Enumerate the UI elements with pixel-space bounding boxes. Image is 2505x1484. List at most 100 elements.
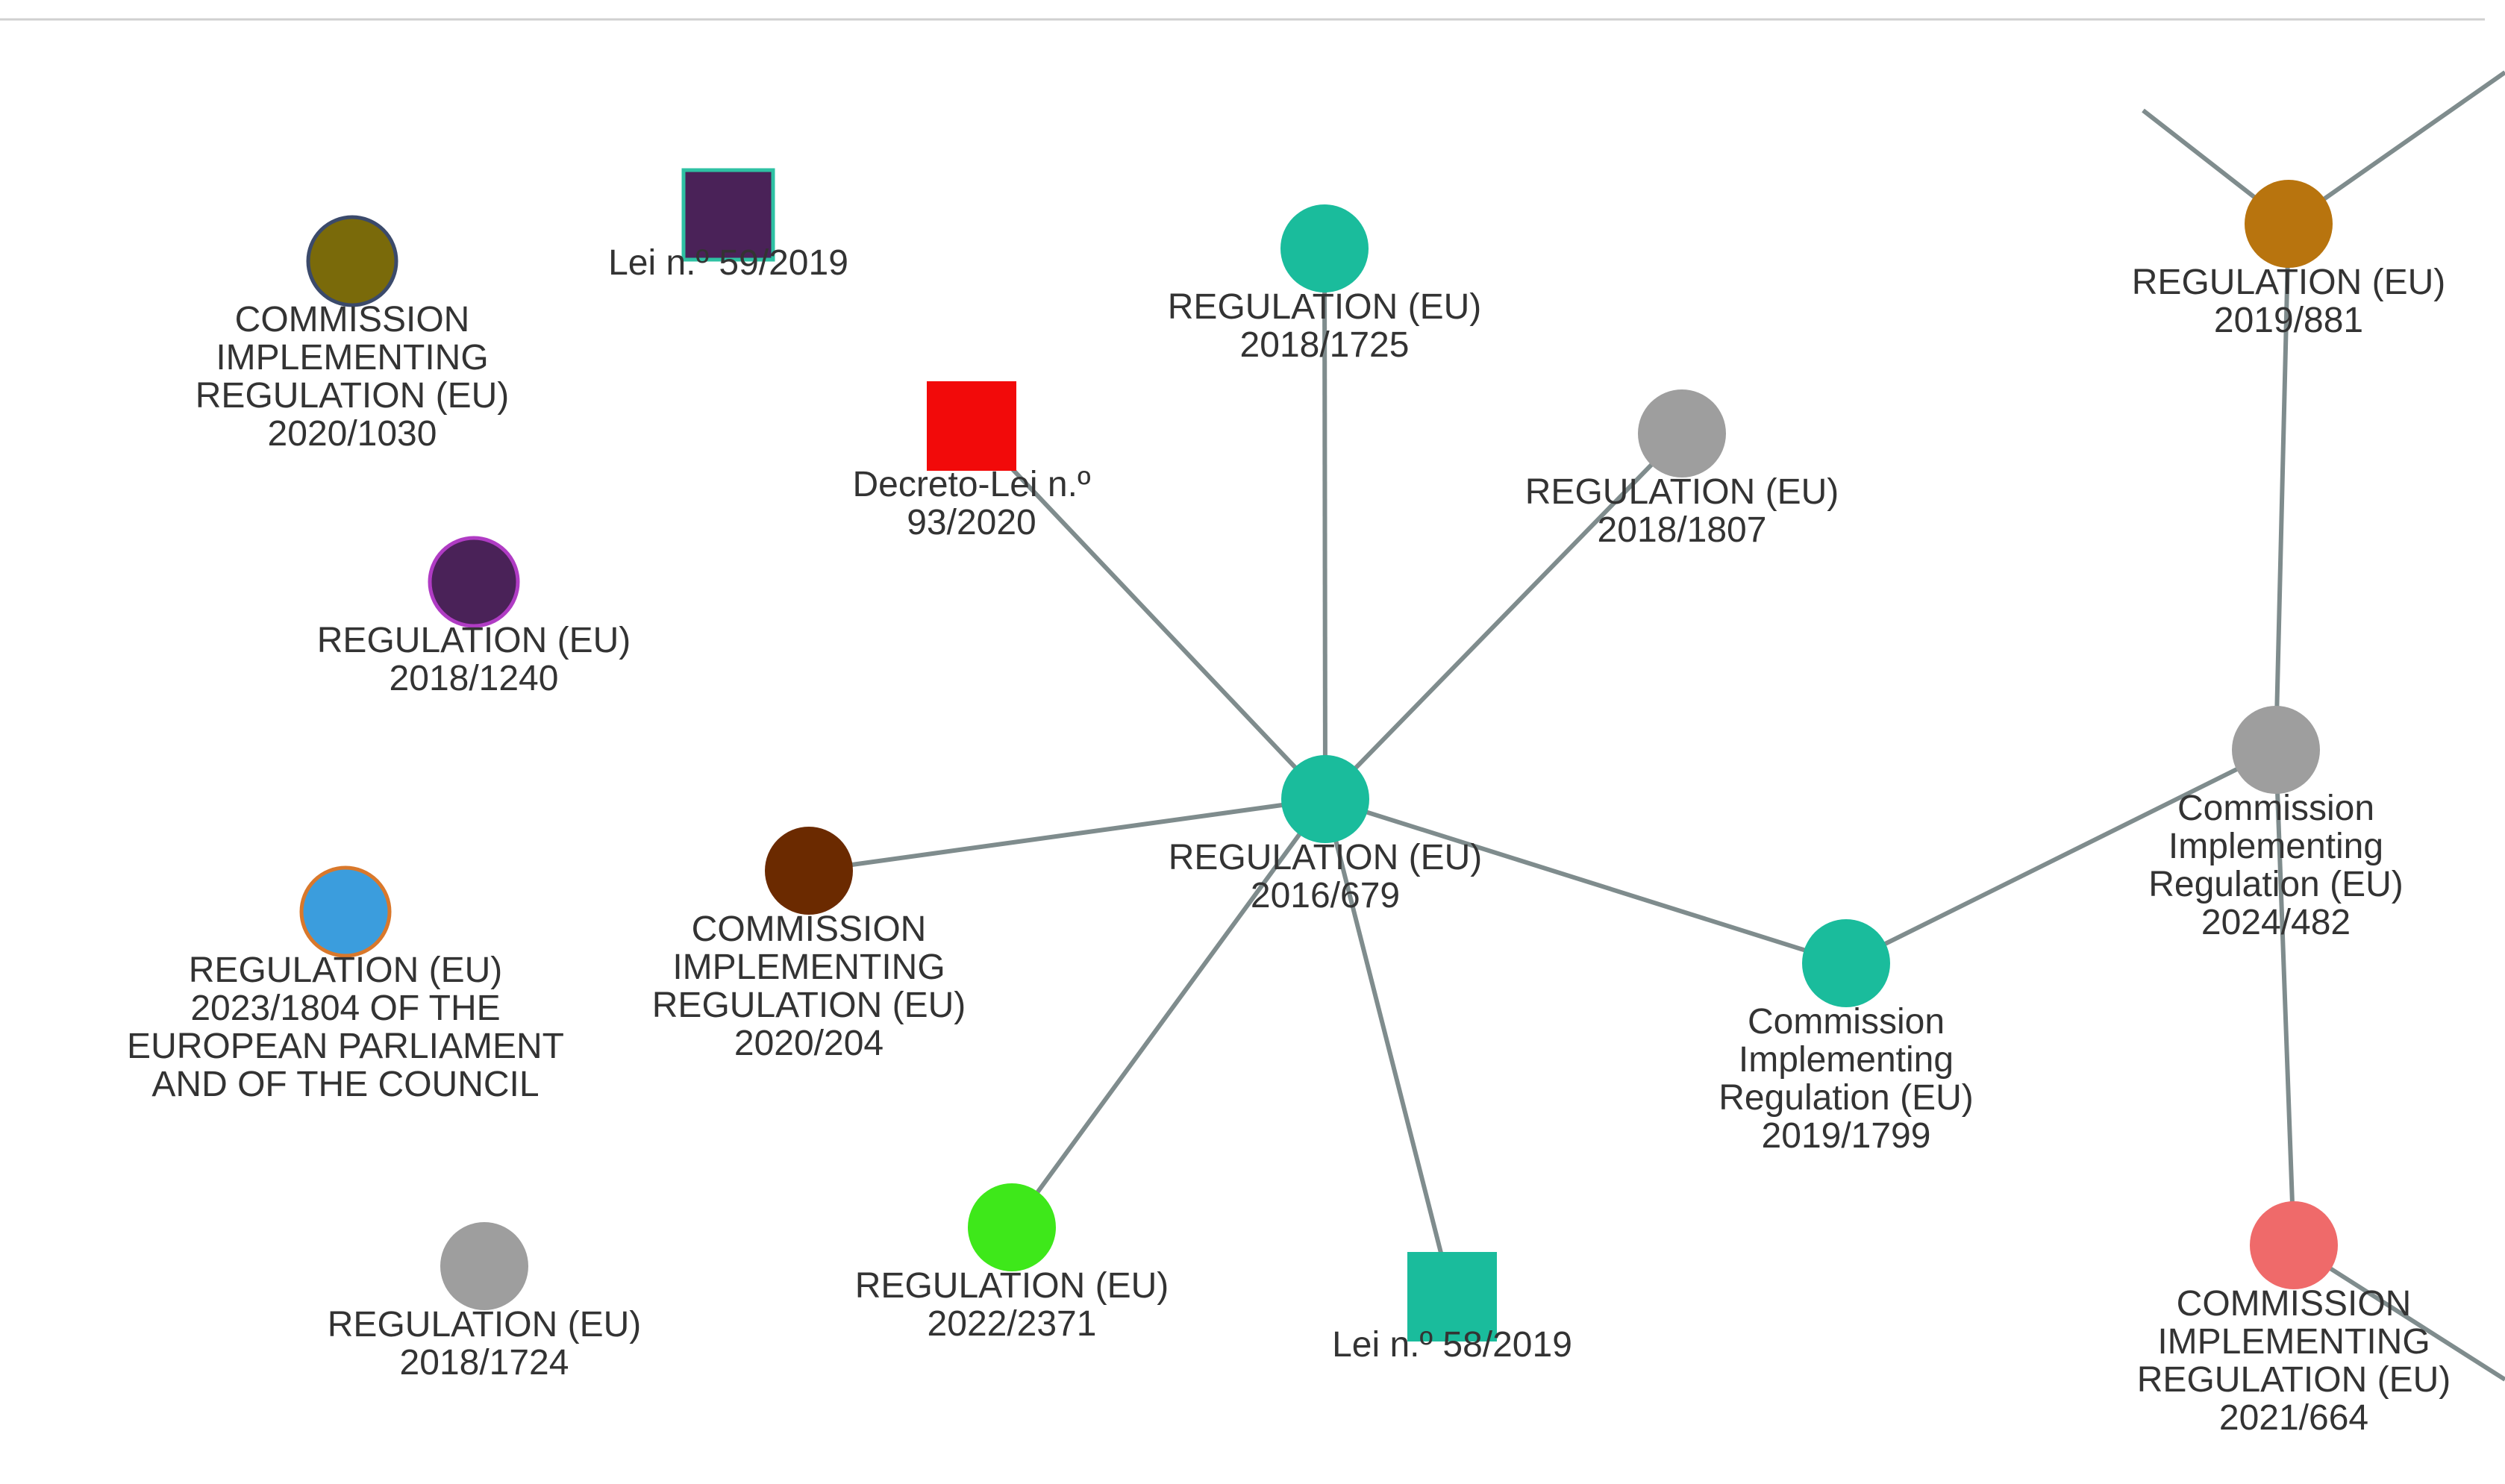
label-line: Regulation (EU) [1719,1078,1973,1118]
node-regulation-2018-1807[interactable] [1638,389,1726,478]
label-line: IMPLEMENTING [672,948,945,987]
label-line: REGULATION (EU) [1525,472,1839,512]
node-regulation-2018-1725-circle[interactable] [1280,204,1369,292]
node-lei-58-2019-square[interactable] [1407,1252,1497,1341]
node-regulation-2019-881-circle[interactable] [2245,180,2333,268]
node-regulation-2022-2371-label: REGULATION (EU)2022/2371 [855,1266,1169,1344]
edge-reg-2016-679-to-reg-2018-1807 [1323,431,1684,801]
label-line: 2018/1807 [1598,510,1767,550]
edge-reg-2016-679-to-lei-58-2019 [1323,798,1454,1297]
node-commission-implementing-regulation-2024-482[interactable] [2232,706,2320,794]
node-lei-59-2019[interactable] [681,168,775,262]
node-commission-implementing-regulation-2021-664-circle[interactable] [2250,1201,2338,1289]
label-line: 2019/1799 [1762,1116,1931,1156]
label-line: REGULATION (EU) [855,1266,1169,1306]
node-commission-implementing-regulation-2020-1030-circle[interactable] [306,215,398,307]
node-regulation-2016-679-circle[interactable] [1281,755,1369,843]
node-commission-implementing-regulation-2020-204-circle[interactable] [765,827,853,915]
node-regulation-2018-1724[interactable] [440,1222,528,1310]
label-line: REGULATION (EU) [196,376,509,416]
node-regulation-2018-1240-circle[interactable] [428,536,520,628]
label-line: Implementing [1739,1040,1954,1080]
node-regulation-2018-1724-circle[interactable] [440,1222,528,1310]
node-regulation-2018-1240-label: REGULATION (EU)2018/1240 [317,621,631,698]
node-regulation-2018-1725[interactable] [1280,204,1369,292]
node-regulation-2023-1804-circle[interactable] [299,865,392,958]
node-regulation-2016-679-label: REGULATION (EU)2016/679 [1169,838,1482,915]
node-regulation-2022-2371-circle[interactable] [968,1183,1056,1271]
node-commission-implementing-regulation-2020-204[interactable] [765,827,853,915]
node-lei-59-2019-label: Lei n.º 59/2019 [608,243,848,283]
label-line: 2023/1804 OF THE [190,989,500,1028]
node-regulation-2018-1807-label: REGULATION (EU)2018/1807 [1525,472,1839,550]
label-line: REGULATION (EU) [2132,263,2445,302]
node-regulation-2016-679[interactable] [1281,755,1369,843]
label-line: REGULATION (EU) [328,1305,641,1344]
node-regulation-2018-1725-label: REGULATION (EU)2018/1725 [1168,287,1481,365]
label-line: 2021/664 [2219,1398,2368,1438]
label-line: Regulation (EU) [2148,865,2403,904]
label-line: COMMISSION [2177,1284,2412,1324]
label-line: Commission [2177,789,2374,828]
edge-reg-2016-679-to-reg-2022-2371 [1010,798,1327,1229]
node-regulation-2022-2371[interactable] [968,1183,1056,1271]
node-regulation-2018-1240[interactable] [428,536,520,628]
node-lei-58-2019[interactable] [1407,1252,1497,1341]
label-line: AND OF THE COUNCIL [151,1065,539,1104]
label-line: IMPLEMENTING [216,338,488,378]
label-line: 2020/204 [734,1024,884,1063]
node-commission-implementing-regulation-2024-482-circle[interactable] [2232,706,2320,794]
node-regulation-2019-881[interactable] [2245,180,2333,268]
label-line: 2018/1240 [390,659,559,698]
label-line: Implementing [2168,827,2383,866]
label-line: REGULATION (EU) [189,951,502,990]
label-line: IMPLEMENTING [2157,1322,2430,1362]
node-regulation-2018-1724-label: REGULATION (EU)2018/1724 [328,1305,641,1383]
label-line: 2018/1725 [1240,325,1410,365]
label-line: 2020/1030 [268,414,437,454]
edge-cir-2019-1799-to-cir-2024-482 [1845,748,2277,965]
edge-reg-2016-679-to-cir-2019-1799 [1325,797,1847,965]
node-commission-implementing-regulation-2021-664[interactable] [2250,1201,2338,1289]
edge-cir-2024-482-to-reg-2019-881 [2274,223,2291,751]
label-line: Lei n.º 59/2019 [608,243,848,283]
node-commission-implementing-regulation-2019-1799-circle[interactable] [1802,919,1890,1007]
label-line: 93/2020 [907,503,1036,542]
edge-cir-2024-482-to-cir-2021-664 [2274,749,2296,1246]
edge-reg-2016-679-to-cir-2020-204 [808,797,1326,873]
label-line: COMMISSION [235,300,470,339]
node-lei-58-2019-label: Lei n.º 58/2019 [1332,1325,1572,1365]
label-line: COMMISSION [692,910,927,949]
edges-layer [808,70,2505,1382]
label-line: 2018/1724 [400,1343,569,1383]
node-decreto-lei-93-2020-square[interactable] [927,381,1016,471]
label-line: Commission [1748,1002,1945,1042]
node-commission-implementing-regulation-2020-1030[interactable] [306,215,398,307]
node-decreto-lei-93-2020[interactable] [927,381,1016,471]
node-commission-implementing-regulation-2019-1799[interactable] [1802,919,1890,1007]
node-regulation-2018-1807-circle[interactable] [1638,389,1726,478]
label-line: 2024/482 [2201,903,2351,942]
label-line: EUROPEAN PARLIAMENT [127,1027,564,1066]
node-regulation-2023-1804[interactable] [299,865,392,958]
node-regulation-2019-881-label: REGULATION (EU)2019/881 [2132,263,2445,340]
label-line: REGULATION (EU) [317,621,631,660]
label-line: REGULATION (EU) [652,986,966,1025]
label-line: Decreto-Lei n.º [852,465,1090,504]
label-line: REGULATION (EU) [2137,1360,2451,1400]
label-line: 2022/2371 [928,1304,1097,1344]
label-line: REGULATION (EU) [1168,287,1481,327]
label-line: 2019/881 [2214,301,2363,340]
node-lei-59-2019-square[interactable] [681,168,775,262]
